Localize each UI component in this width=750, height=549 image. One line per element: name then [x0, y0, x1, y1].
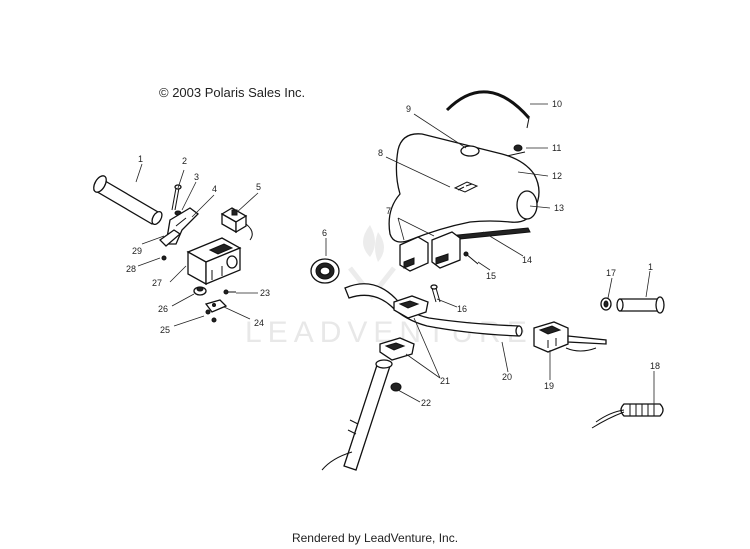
part-20-handlebar[interactable]: [344, 283, 523, 337]
part-15-screw[interactable]: [463, 251, 479, 265]
callout-4: 4: [212, 184, 217, 194]
callout-27: 27: [152, 278, 162, 288]
callout-numbers: 1 2 3 4 5 6 7 8 9 10 11 12 13 14 15 16 1…: [126, 99, 660, 408]
leader-lines: [135, 103, 655, 405]
callout-15: 15: [486, 271, 496, 281]
callout-11: 11: [552, 143, 561, 153]
part-29-bracket[interactable]: [158, 229, 182, 247]
part-17-end-plug[interactable]: [600, 297, 612, 311]
callout-29: 29: [132, 246, 142, 256]
part-10-wire-loop[interactable]: [445, 90, 531, 129]
callout-25: 25: [160, 325, 170, 335]
part-18-grip-heater[interactable]: [591, 403, 664, 429]
callout-2: 2: [182, 156, 187, 166]
steering-column[interactable]: [321, 359, 393, 471]
callout-9: 9: [406, 104, 411, 114]
callout-8: 8: [378, 148, 383, 158]
callout-17: 17: [606, 268, 616, 278]
callout-10: 10: [552, 99, 562, 109]
callout-28: 28: [126, 264, 136, 274]
part-13-handlebar-pad[interactable]: [388, 133, 540, 243]
part-23-screw[interactable]: [223, 289, 236, 295]
footer-credit: Rendered by LeadVenture, Inc.: [291, 531, 459, 545]
part-2-screw[interactable]: [171, 184, 182, 211]
part-1-right-grip[interactable]: [616, 296, 665, 314]
part-19-brake-control[interactable]: [533, 321, 607, 353]
callout-18: 18: [650, 361, 660, 371]
callout-14: 14: [522, 255, 532, 265]
part-9-logo[interactable]: [460, 145, 480, 157]
callout-6: 6: [322, 228, 327, 238]
part-28-screw[interactable]: [161, 255, 167, 261]
callout-22: 22: [421, 398, 431, 408]
callout-19: 19: [544, 381, 554, 391]
callout-7: 7: [386, 206, 391, 216]
callout-20: 20: [502, 372, 512, 382]
callout-16: 16: [457, 304, 467, 314]
callout-13: 13: [554, 203, 564, 213]
part-25-screws[interactable]: [205, 309, 217, 323]
callout-26: 26: [158, 304, 168, 314]
watermark-flame-icon: [363, 225, 384, 262]
part-1-left-grip[interactable]: [91, 174, 164, 226]
part-26-cap[interactable]: [193, 286, 207, 296]
part-21-clamps[interactable]: [379, 295, 429, 361]
callout-23: 23: [260, 288, 270, 298]
callout-3: 3: [194, 172, 199, 182]
copyright-notice: © 2003 Polaris Sales Inc.: [159, 85, 306, 100]
callout-12: 12: [552, 171, 562, 181]
callout-24: 24: [254, 318, 264, 328]
part-27-throttle-housing[interactable]: [186, 237, 242, 286]
part-22-nut[interactable]: [390, 382, 402, 392]
callout-21: 21: [440, 376, 450, 386]
part-11-washer[interactable]: [506, 144, 526, 157]
part-5-switch[interactable]: [220, 207, 253, 241]
callout-5: 5: [256, 182, 261, 192]
callout-1-right: 1: [648, 262, 653, 272]
part-16-bolt[interactable]: [430, 284, 441, 303]
part-7-riser-blocks[interactable]: [399, 231, 461, 272]
callout-1: 1: [138, 154, 143, 164]
part-6-cable-cup[interactable]: [310, 258, 340, 284]
part-24-cover[interactable]: [204, 299, 228, 313]
